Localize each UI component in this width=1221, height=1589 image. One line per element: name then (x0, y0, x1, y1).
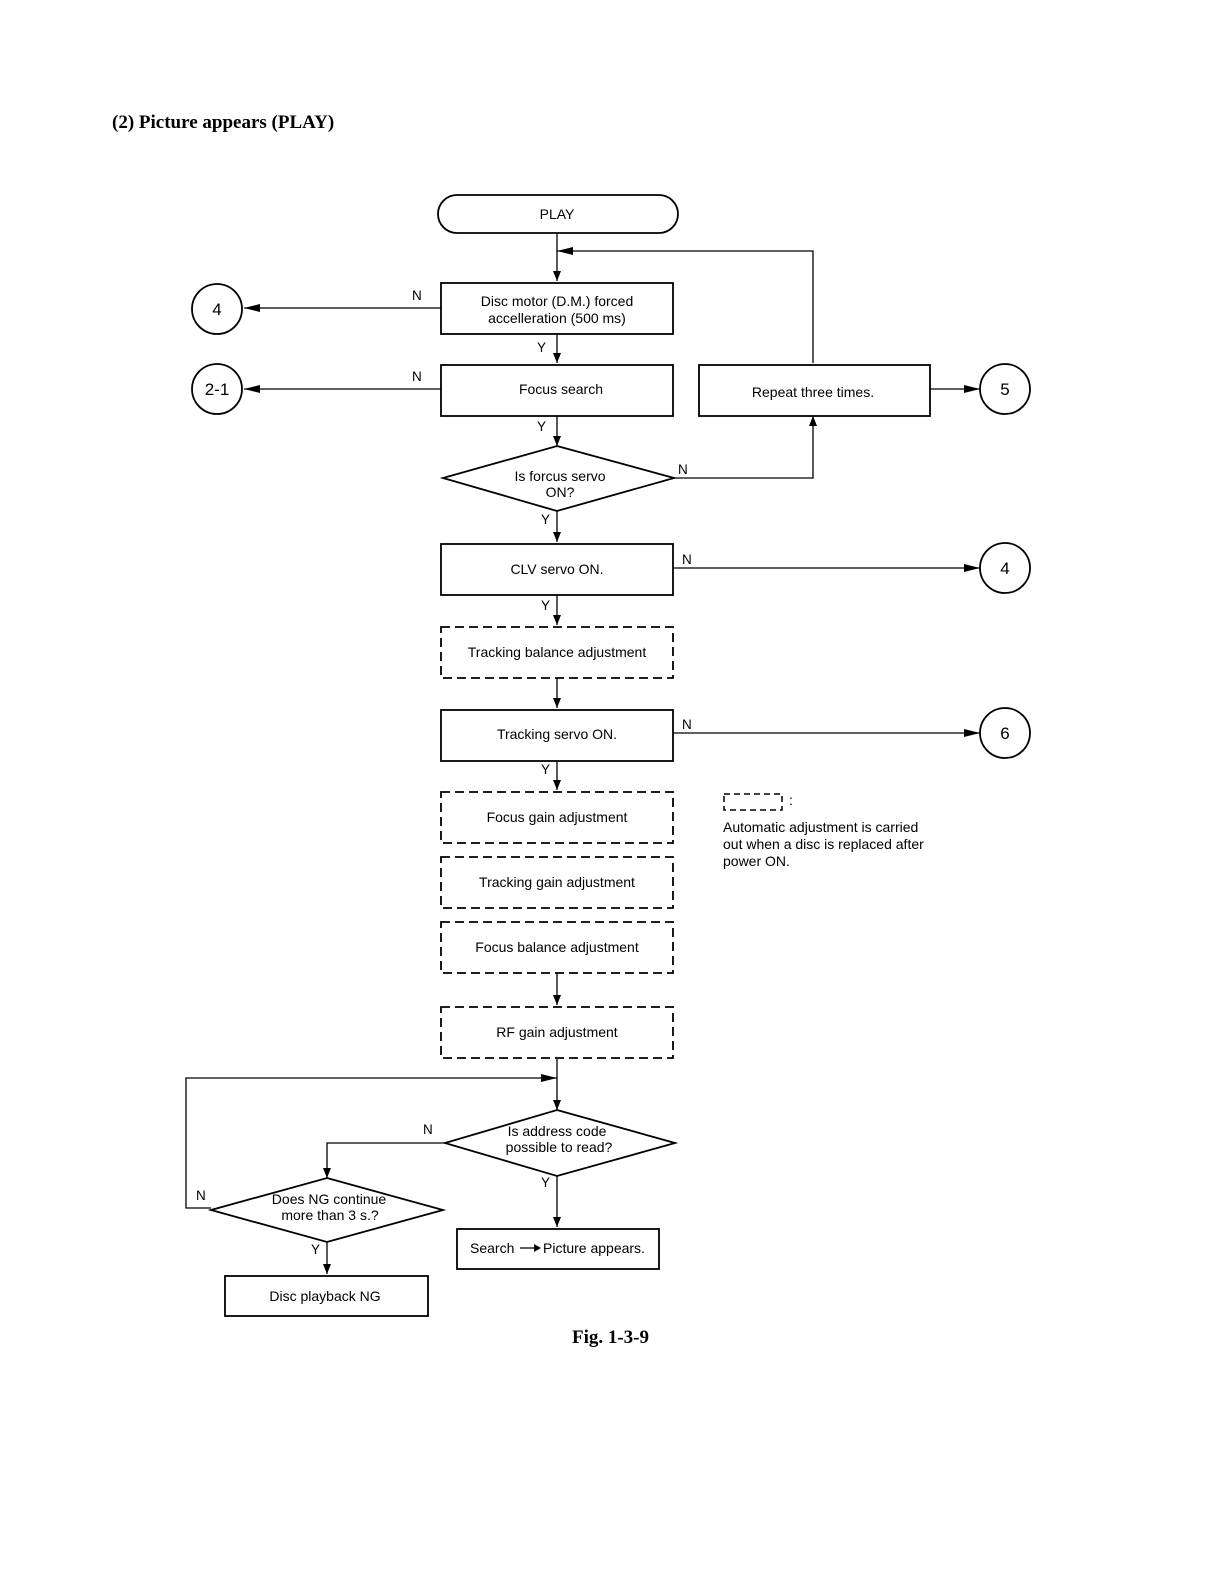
section-heading: (2) Picture appears (PLAY) (112, 112, 335, 133)
tracking-servo-box: Tracking servo ON. (440, 709, 674, 762)
right-arrow-icon (520, 1244, 541, 1252)
disc-playback-ng-box: Disc playback NG (224, 1275, 429, 1317)
svg-text:Disc playback NG: Disc playback NG (269, 1288, 380, 1304)
svg-text::: : (789, 792, 793, 808)
svg-text:Tracking servo ON.: Tracking servo ON. (497, 726, 617, 742)
ng-diamond: Does NG continue more than 3 s.? (207, 1177, 447, 1243)
svg-text:N: N (412, 369, 422, 384)
svg-text:4: 4 (1000, 559, 1009, 578)
repeat-box: Repeat three times. (698, 364, 931, 417)
svg-text:possible to read?: possible to read? (506, 1139, 613, 1155)
svg-text:Y: Y (537, 419, 546, 434)
svg-text:Y: Y (541, 1175, 550, 1190)
svg-text:N: N (682, 552, 692, 567)
svg-text:4: 4 (212, 300, 221, 319)
svg-text:N: N (196, 1188, 206, 1203)
svg-text:Y: Y (541, 762, 550, 777)
svg-text:N: N (412, 288, 422, 303)
svg-text:ON?: ON? (546, 484, 575, 500)
svg-text:Y: Y (541, 512, 550, 527)
clv-servo-box: CLV servo ON. (440, 543, 674, 596)
svg-text:Automatic adjustment is carrie: Automatic adjustment is carried (723, 819, 918, 835)
figure-caption: Fig. 1-3-9 (571, 1327, 650, 1348)
focus-balance-box: Focus balance adjustment (440, 921, 674, 974)
svg-text:out when a disc is replaced af: out when a disc is replaced after (723, 836, 924, 852)
connector-4-top: 4 (191, 283, 243, 335)
svg-text:Does NG continue: Does NG continue (272, 1191, 387, 1207)
svg-text:N: N (423, 1122, 433, 1137)
focus-gain-box: Focus gain adjustment (440, 791, 674, 844)
svg-text:Tracking balance adjustment: Tracking balance adjustment (468, 644, 647, 660)
svg-text:Y: Y (541, 598, 550, 613)
connector-2-1: 2-1 (191, 363, 243, 415)
dashed-box-symbol (723, 793, 783, 811)
svg-text:Y: Y (537, 340, 546, 355)
focus-servo-diamond: Is forcus servo ON? (439, 445, 678, 512)
connector-6: 6 (979, 707, 1031, 759)
svg-text:power ON.: power ON. (723, 853, 790, 869)
connector-4-right: 4 (979, 542, 1031, 594)
start-terminal: PLAY (437, 194, 679, 234)
flow-lines (185, 233, 980, 1274)
svg-text:6: 6 (1000, 724, 1009, 743)
svg-text:CLV servo ON.: CLV servo ON. (510, 561, 603, 577)
svg-text:Is forcus servo: Is forcus servo (514, 468, 605, 484)
svg-text:Disc motor (D.M.) forced: Disc motor (D.M.) forced (481, 293, 633, 309)
svg-text:PLAY: PLAY (540, 206, 575, 222)
connector-5: 5 (979, 363, 1031, 415)
svg-text:N: N (678, 462, 688, 477)
svg-text:N: N (682, 717, 692, 732)
legend: : Automatic adjustment is carried out wh… (723, 792, 924, 869)
svg-text:Focus gain adjustment: Focus gain adjustment (487, 809, 628, 825)
search-box: Search Picture appears. (456, 1228, 660, 1270)
svg-text:accelleration (500 ms): accelleration (500 ms) (488, 310, 626, 326)
svg-text:Picture appears.: Picture appears. (543, 1240, 645, 1256)
svg-text:Tracking gain adjustment: Tracking gain adjustment (479, 874, 635, 890)
svg-text:Focus search: Focus search (519, 381, 603, 397)
focus-search-box: Focus search (440, 364, 674, 417)
svg-text:Focus balance adjustment: Focus balance adjustment (475, 939, 639, 955)
svg-text:RF gain adjustment: RF gain adjustment (496, 1024, 618, 1040)
tracking-balance-box: Tracking balance adjustment (440, 626, 674, 679)
tracking-gain-box: Tracking gain adjustment (440, 856, 674, 909)
svg-text:Is address code: Is address code (508, 1123, 607, 1139)
address-diamond: Is address code possible to read? (441, 1109, 679, 1177)
disc-motor-box: Disc motor (D.M.) forced accelleration (… (440, 282, 674, 335)
svg-text:Y: Y (311, 1242, 320, 1257)
svg-text:5: 5 (1000, 380, 1009, 399)
svg-text:Search: Search (470, 1240, 514, 1256)
branch-labels: N N Y Y N Y N Y N Y N Y N Y (196, 288, 692, 1257)
rf-gain-box: RF gain adjustment (440, 1006, 674, 1059)
svg-text:Repeat three times.: Repeat three times. (752, 384, 874, 400)
svg-text:2-1: 2-1 (205, 380, 230, 399)
svg-text:more than 3 s.?: more than 3 s.? (281, 1207, 378, 1223)
